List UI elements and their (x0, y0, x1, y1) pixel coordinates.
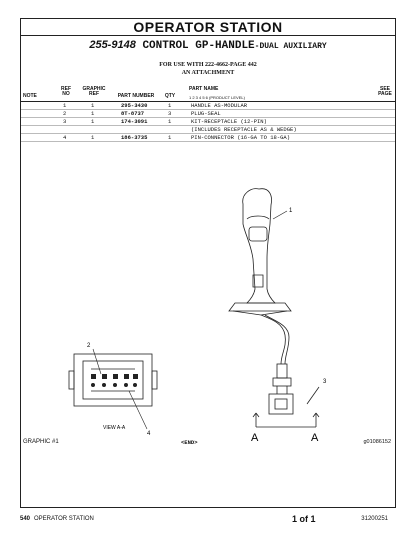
cell-graphic: 1 (91, 134, 95, 141)
footer-page-of: 1 of 1 (292, 514, 316, 524)
col-note: NOTE (23, 93, 37, 99)
cell-part: 295-3430 (121, 102, 148, 109)
cell-name: (INCLUDES RECEPTACLE AS & WEDGE) (191, 126, 297, 133)
col-part-name: PART NAME (189, 86, 219, 92)
assembly-name: CONTROL GP-HANDLE (142, 40, 255, 52)
graphic-label: GRAPHIC #1 (23, 439, 59, 445)
table-row: 3 1 174-3091 1 KIT-RECEPTACLE (12-PIN) (21, 118, 395, 126)
for-use-line-1: FOR USE WITH 222-4662-PAGE 442 (159, 62, 257, 68)
col-part-number: PART NUMBER (117, 93, 155, 99)
end-marker: <END> (181, 439, 198, 446)
callout-4: 4 (147, 431, 151, 437)
footer-section: OPERATOR STATION (34, 516, 94, 522)
col-see-page: SEE PAGE (378, 86, 392, 97)
assembly-part-number: 255-9148 (89, 39, 136, 51)
cell-ref: 3 (63, 118, 67, 125)
col-ref-no: REF NO (61, 86, 71, 97)
table-header: NOTE REF NO GRAPHIC REF PART NUMBER QTY … (21, 85, 395, 102)
footer-code: 31200251 (361, 516, 388, 522)
cell-part: 174-3091 (121, 118, 148, 125)
col-qty: QTY (164, 93, 176, 99)
cell-name: PIN-CONNECTOR (16-GA TO 18-GA) (191, 134, 291, 141)
cell-ref: 1 (63, 102, 67, 109)
section-marker (252, 386, 320, 428)
cell-part: 186-3735 (121, 134, 148, 141)
callout-1: 1 (289, 208, 293, 214)
cell-part: 8T-8737 (121, 110, 145, 117)
col-product-level: 1 2 3 4 5 6 (PRODUCT LEVEL) (189, 95, 245, 100)
for-use-note: FOR USE WITH 222-4662-PAGE 442 AN ATTACH… (21, 61, 395, 77)
cell-graphic: 1 (91, 110, 95, 117)
page-footer: 540 OPERATOR STATION 1 of 1 31200251 (20, 514, 396, 526)
cell-qty: 1 (168, 102, 172, 109)
section-a-right: A (311, 432, 319, 444)
callout-2: 2 (87, 343, 91, 349)
table-row: 4 1 186-3735 1 PIN-CONNECTOR (16-GA TO 18-GA… (21, 134, 395, 142)
col-graphic-ref: GRAPHIC REF (82, 86, 106, 97)
page-title: OPERATOR STATION (21, 19, 395, 36)
assembly-heading: 255-9148 CONTROL GP-HANDLE-DUAL AUXILIAR… (21, 39, 395, 52)
table-row: (INCLUDES RECEPTACLE AS & WEDGE) (21, 126, 395, 134)
cell-ref: 4 (63, 134, 67, 141)
callout-3: 3 (323, 379, 327, 385)
connector-view (68, 353, 158, 407)
cell-graphic: 1 (91, 102, 95, 109)
document-frame: OPERATOR STATION 255-9148 CONTROL GP-HAN… (20, 18, 396, 508)
handle-illustration (228, 188, 294, 415)
cell-qty: 1 (168, 134, 172, 141)
footer-page-number: 540 (20, 516, 31, 522)
connector-pins (91, 374, 138, 387)
parts-diagram: A A 1 3 2 4 VIEW A-A (68, 188, 327, 444)
cell-name: HANDLE AS-MODULAR (191, 102, 248, 109)
table-row: 1 1 295-3430 1 HANDLE AS-MODULAR (21, 102, 395, 110)
cell-ref: 2 (63, 110, 67, 117)
cell-graphic: 1 (91, 118, 95, 125)
section-a-left: A (251, 432, 259, 444)
assembly-suffix: -DUAL AUXILIARY (254, 42, 327, 51)
cell-name: KIT-RECEPTACLE (12-PIN) (191, 118, 267, 125)
graphic-number: g01086152 (363, 439, 391, 445)
cell-qty: 3 (168, 110, 172, 117)
cell-name: PLUG-SEAL (191, 110, 221, 117)
for-use-line-2: AN ATTACHMENT (181, 70, 235, 76)
view-label: VIEW A-A (103, 425, 126, 431)
cell-qty: 1 (168, 118, 172, 125)
table-row: 2 1 8T-8737 3 PLUG-SEAL (21, 110, 395, 118)
